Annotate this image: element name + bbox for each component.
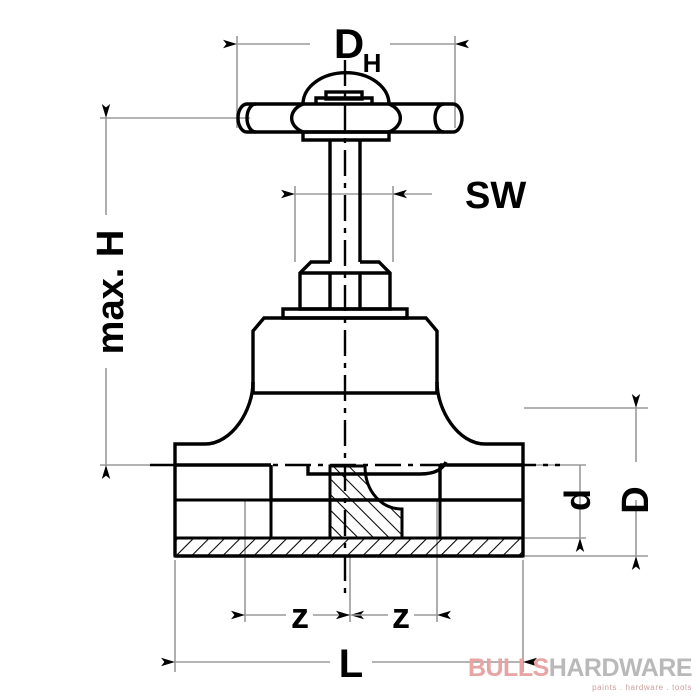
handwheel-hub bbox=[289, 71, 403, 134]
handwheel-cap-left bbox=[245, 102, 257, 134]
bore-right-cavity bbox=[438, 498, 525, 540]
dimension-arrow-lines bbox=[101, 39, 641, 667]
watermark-brand-secondary: HARDWARE bbox=[548, 654, 693, 682]
dimension-d-big-label: D bbox=[615, 486, 657, 513]
watermark-brand: BULLSHARDWARE bbox=[467, 654, 693, 682]
centerlines bbox=[150, 60, 560, 600]
dimension-maxh-label: max. H bbox=[90, 230, 132, 355]
dimension-sw-label: SW bbox=[465, 175, 526, 217]
handwheel-cap-nut bbox=[324, 90, 364, 101]
valve-outline bbox=[236, 71, 464, 142]
dimension-labels: D H SW max. H D d z z L bbox=[90, 20, 657, 686]
dimension-z1-label: z bbox=[291, 595, 309, 636]
handwheel-cap-right bbox=[433, 102, 445, 134]
dimension-d-small-label: d bbox=[557, 489, 598, 511]
section-hatching bbox=[173, 464, 525, 558]
watermark-brand-primary: BULLS bbox=[467, 654, 549, 682]
watermark: BULLSHARDWARE paints . hardware . tools bbox=[467, 654, 693, 692]
dimension-l-label: L bbox=[339, 642, 363, 686]
body-shoulder-right bbox=[435, 381, 486, 446]
valve-stem bbox=[328, 140, 362, 262]
dimension-dh-label: D bbox=[334, 20, 364, 67]
bore-left-cavity bbox=[173, 498, 273, 540]
watermark-tagline: paints . hardware . tools bbox=[592, 683, 692, 692]
body-shoulder-left bbox=[204, 381, 255, 446]
bore-left-step bbox=[269, 465, 350, 502]
hatch-seat-left bbox=[328, 464, 404, 540]
handwheel-rim bbox=[236, 102, 464, 134]
dimension-dh-subscript: H bbox=[363, 48, 382, 78]
hatch-bottom-wall bbox=[173, 536, 525, 558]
dimension-z2-label: z bbox=[392, 595, 410, 636]
